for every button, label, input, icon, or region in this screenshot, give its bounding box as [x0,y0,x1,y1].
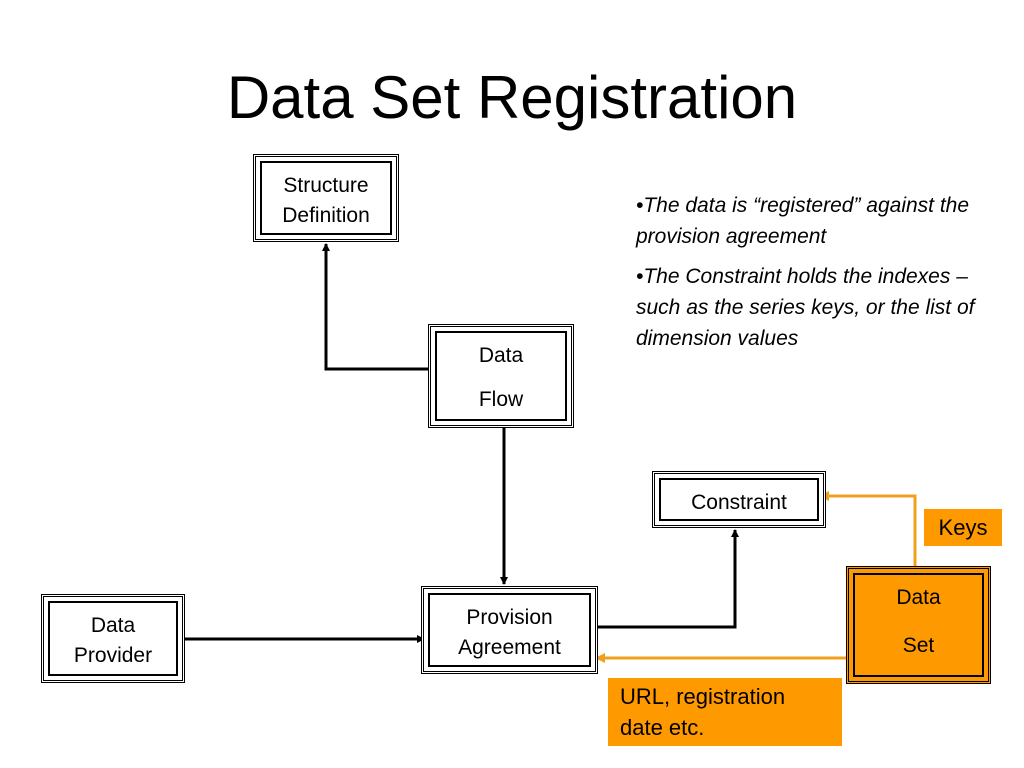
provision-agreement-line1: Provision [466,606,553,629]
url-registration-label: URL, registration date etc. [608,678,842,746]
edge-dataflow-to-structure [322,243,430,371]
edge-dataset-to-constraint [819,491,917,567]
data-flow-node: Data Flow [428,324,574,428]
structure-definition-line2: Definition [282,204,370,227]
notes: •The data is “registered” against the pr… [636,190,976,363]
constraint-node: Constraint [652,471,826,528]
constraint-line1: Constraint [691,491,787,514]
provision-agreement-line2: Agreement [458,636,561,659]
data-provider-node: Data Provider [41,594,185,683]
provision-agreement-node: Provision Agreement [421,586,598,674]
keys-label: Keys [924,509,1002,546]
slide-title: Data Set Registration [226,64,798,131]
note-registered: •The data is “registered” against the pr… [636,194,970,248]
data-flow-line1: Data [478,344,524,367]
data-provider-line1: Data [90,614,136,637]
data-set-node: Data Set [846,566,991,684]
data-set-line1: Data [896,586,941,609]
data-flow-line2: Flow [478,388,524,411]
data-provider-line2: Provider [73,644,153,667]
structure-definition-node: Structure Definition [253,154,399,242]
edge-provision-to-constraint [598,529,739,629]
note-constraint: •The Constraint holds the indexes – such… [636,265,975,350]
data-set-line2: Set [902,634,935,657]
structure-definition-line1: Structure [283,174,369,197]
